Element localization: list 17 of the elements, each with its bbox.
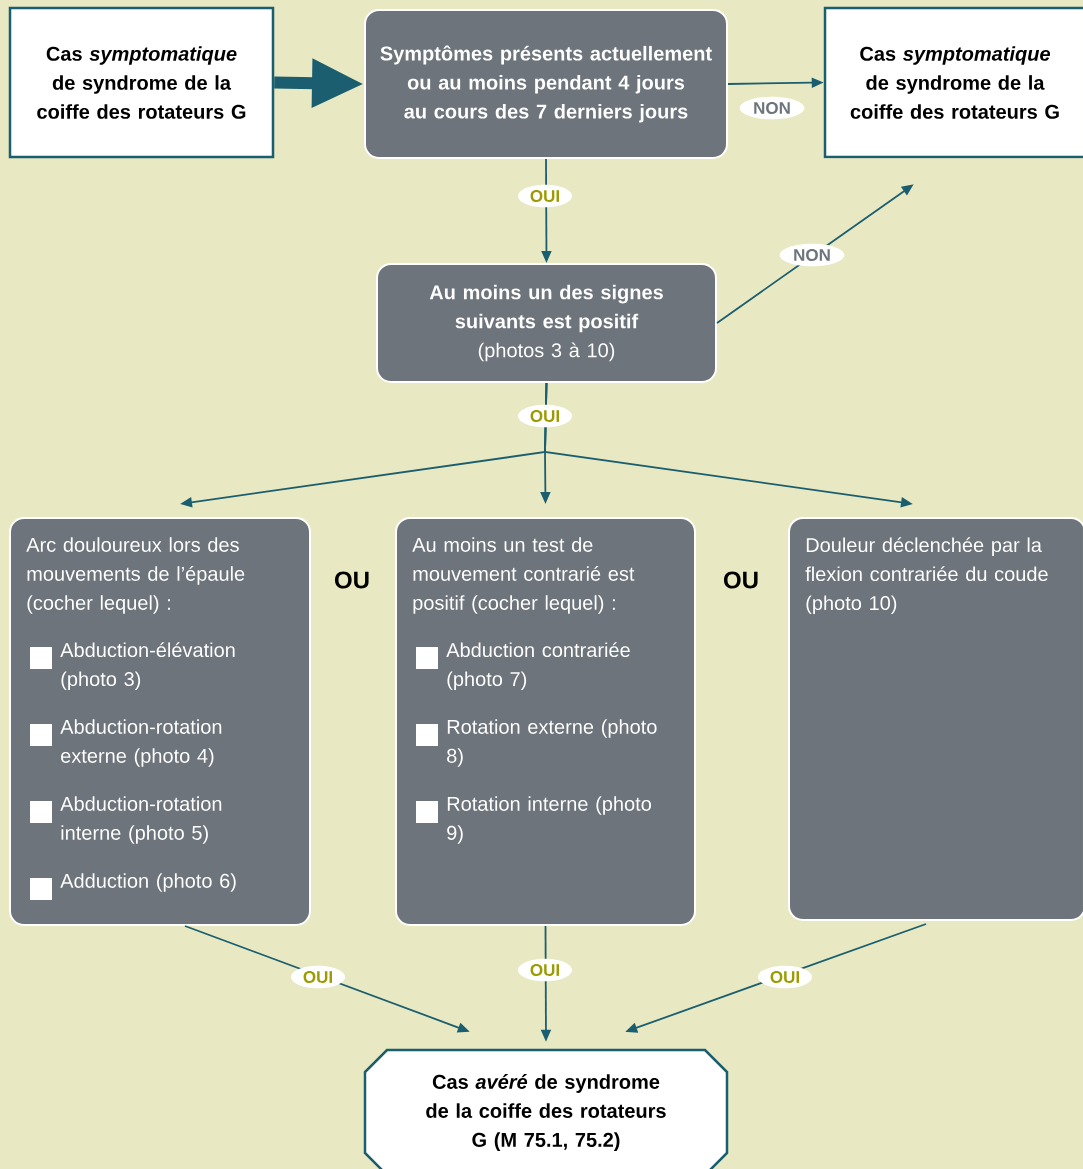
edge-label: NON [779,243,845,267]
or-label: OU [335,571,369,589]
edge-label: OUI [517,404,573,428]
result-box: Cas avéré de syndrome de la coiffe des rotateurs G (M 75.1, 75.2) [363,1048,729,1169]
edge-label: OUI [517,958,573,982]
question-box: Symptômes présents actuellement ou au moins pendant 4 jours au cours des 7 derniers jours [364,9,728,159]
edge-label: OUI [757,965,813,989]
edge-label: OUI [517,184,573,208]
criteria-box: Douleur déclenchée par la flexion contrariée du coude (photo 10) [788,517,1083,921]
criteria-box: Arc douloureux lors des mouvements de l’épaule (cocher lequel) : Abduction-élévation (photo 3) Abduction-rotation externe (photo 4) Abduction-rotation interne (photo 5) Adduction (photo 6) [9,517,311,926]
question-box: Au moins un des signes suivants est positif (photos 3 à 10) [376,263,717,383]
result-box: Cas symptomatique de syndrome de la coiffe des rotateurs G [8,6,275,159]
edge-label: OUI [290,965,346,989]
or-label: OU [724,571,758,589]
criteria-box: Au moins un test de mouvement contrarié est positif (cocher lequel) : Abduction contrariée (photo 7) Rotation externe (photo 8) Rotation interne (photo 9) [395,517,696,926]
edge-label: NON [739,96,805,120]
result-box: Cas symptomatique de syndrome de la coiffe des rotateurs G [823,6,1083,159]
